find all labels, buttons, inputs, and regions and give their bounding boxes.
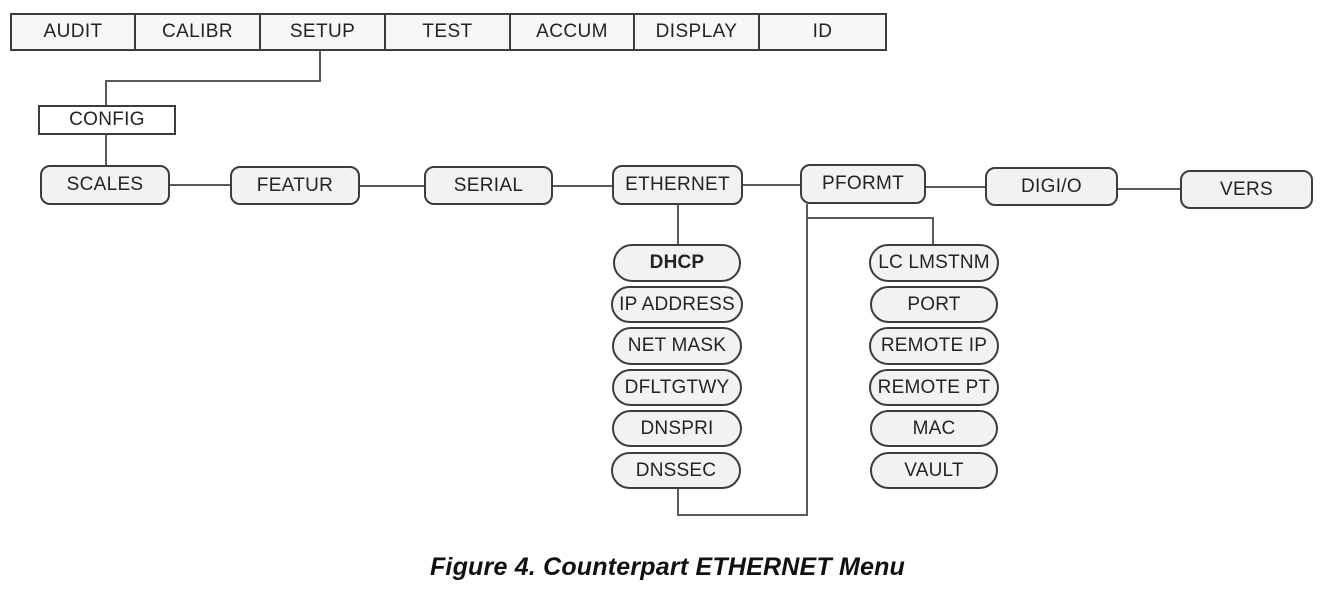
top-menu-bar: AUDIT CALIBR SETUP TEST ACCUM DISPLAY ID (10, 13, 887, 51)
menu-tab-display[interactable]: DISPLAY (635, 15, 760, 49)
node-serial[interactable]: SERIAL (424, 166, 553, 205)
connector-dnssec-to-pformt-stem (677, 514, 808, 516)
node-config[interactable]: CONFIG (38, 105, 176, 135)
menu-tab-accum[interactable]: ACCUM (511, 15, 635, 49)
node-scales[interactable]: SCALES (40, 165, 170, 205)
node-mac[interactable]: MAC (870, 410, 998, 447)
figure-caption: Figure 4. Counterpart ETHERNET Menu (429, 553, 906, 581)
connector-pformt-to-submenu (806, 217, 934, 219)
connector-dnssec-down (677, 488, 679, 516)
node-vault[interactable]: VAULT (870, 452, 998, 489)
connector-featur-serial (359, 185, 425, 187)
connector-digio-vers (1117, 188, 1181, 190)
node-ethernet[interactable]: ETHERNET (612, 165, 743, 205)
menu-tab-setup[interactable]: SETUP (261, 15, 386, 49)
node-featur[interactable]: FEATUR (230, 166, 360, 205)
node-digio[interactable]: DIGI/O (985, 167, 1118, 206)
connector-submenu-in (932, 217, 934, 246)
node-pformt[interactable]: PFORMT (800, 164, 926, 204)
menu-tab-id[interactable]: ID (760, 15, 885, 49)
connector-ethernet-to-dhcp (677, 204, 679, 246)
node-remote-ip[interactable]: REMOTE IP (869, 327, 999, 365)
connector-ethernet-pformt (742, 184, 801, 186)
node-remote-pt[interactable]: REMOTE PT (869, 369, 999, 406)
node-dfltgtwy[interactable]: DFLTGTWY (612, 369, 742, 406)
connector-config-in (105, 80, 107, 106)
menu-tab-test[interactable]: TEST (386, 15, 511, 49)
menu-tab-calibr[interactable]: CALIBR (136, 15, 261, 49)
node-ip-address[interactable]: IP ADDRESS (611, 286, 743, 323)
connector-pformt-digio (925, 186, 986, 188)
node-port[interactable]: PORT (870, 286, 998, 323)
connector-setup-down (319, 51, 321, 82)
connector-pformt-stem (806, 204, 808, 516)
node-dnssec[interactable]: DNSSEC (611, 452, 741, 489)
node-lc-lmstnm[interactable]: LC LMSTNM (869, 244, 999, 282)
connector-config-to-scales (105, 134, 107, 167)
node-vers[interactable]: VERS (1180, 170, 1313, 209)
node-net-mask[interactable]: NET MASK (612, 327, 742, 365)
node-dnspri[interactable]: DNSPRI (612, 410, 742, 447)
menu-tab-audit[interactable]: AUDIT (12, 15, 136, 49)
connector-setup-to-config (105, 80, 321, 82)
node-dhcp[interactable]: DHCP (613, 244, 741, 282)
connector-serial-ethernet (552, 185, 613, 187)
connector-scales-featur (169, 184, 231, 186)
